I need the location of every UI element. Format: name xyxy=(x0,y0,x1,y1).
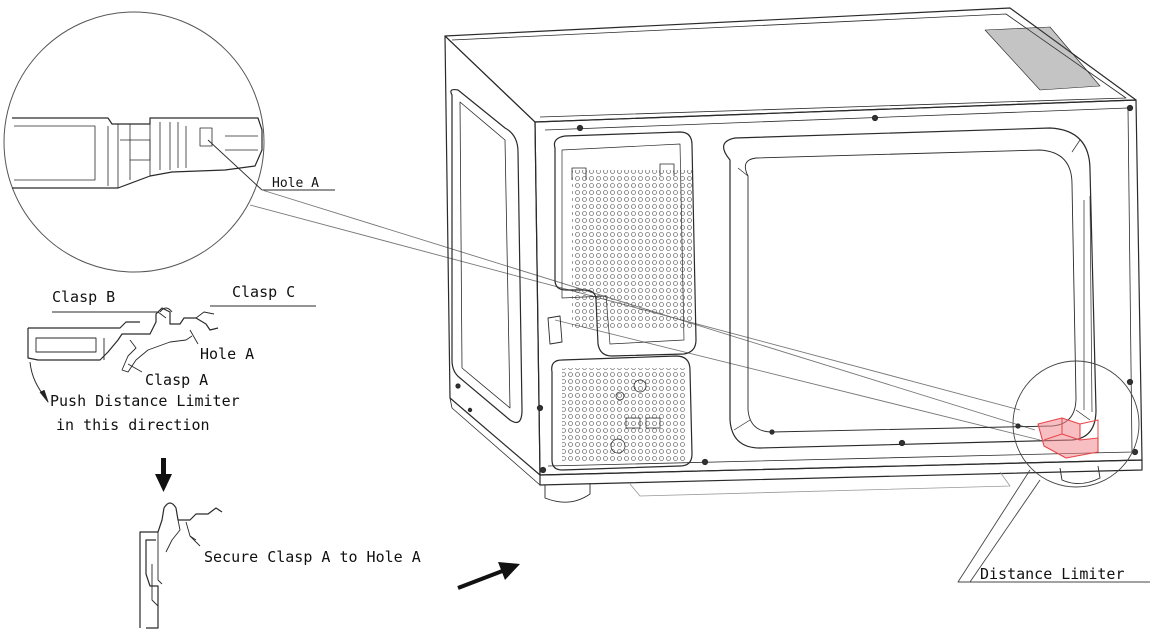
clasp-a-label: Clasp A xyxy=(145,371,209,389)
push-instruction-line2: in this direction xyxy=(56,416,210,434)
installed-clasp xyxy=(139,502,223,629)
appliance-body xyxy=(444,7,1143,503)
distance-limiter-zoom xyxy=(957,360,1150,583)
clasp-b-label: Clasp B xyxy=(52,288,116,306)
secure-instruction: Secure Clasp A to Hole A xyxy=(204,548,421,566)
diagonal-arrow-icon xyxy=(457,562,520,590)
down-arrow-icon xyxy=(155,458,172,492)
clasp-profile xyxy=(27,305,316,403)
distance-limiter-label: Distance Limiter xyxy=(980,565,1125,583)
clasp-c-label: Clasp C xyxy=(232,283,296,301)
hole-a-label: Hole A xyxy=(200,345,255,363)
zoom-detail-circle xyxy=(3,11,335,273)
push-instruction-line1: Push Distance Limiter xyxy=(50,392,240,410)
hole-a-zoom-label: Hole A xyxy=(272,176,319,191)
